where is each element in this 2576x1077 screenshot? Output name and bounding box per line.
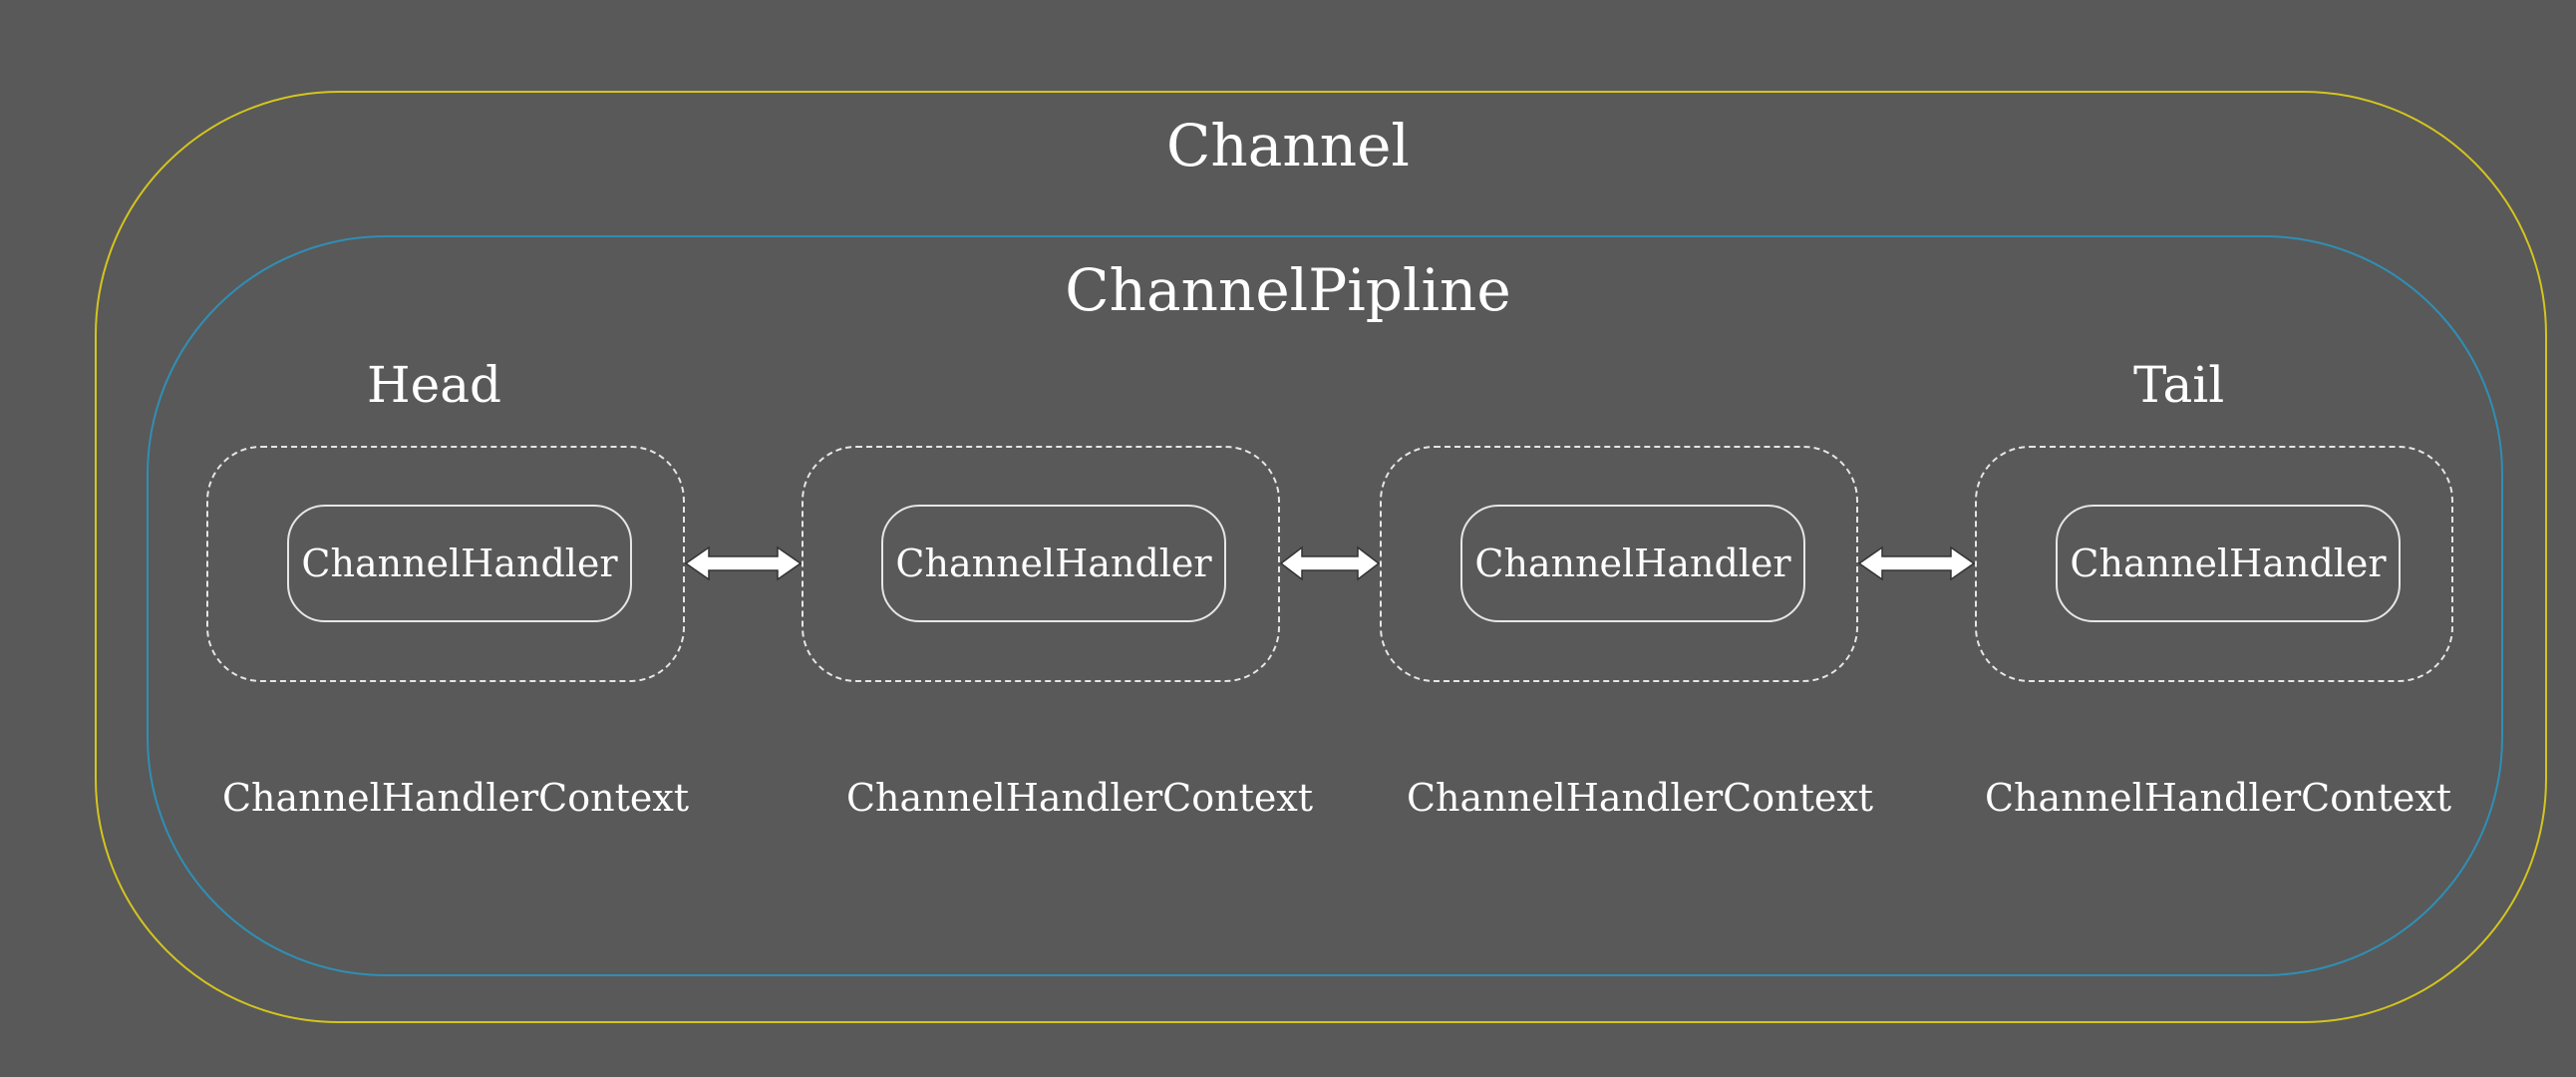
- context-box-tail: [1975, 446, 2453, 682]
- context-label-3: ChannelHandlerContext: [1406, 776, 1874, 820]
- channel-frame: [95, 91, 2547, 1023]
- pipeline-title: ChannelPipline: [1065, 256, 1511, 324]
- pipeline-frame: [147, 235, 2503, 976]
- head-label: Head: [367, 356, 502, 414]
- context-label-head: ChannelHandlerContext: [221, 776, 690, 820]
- channel-handler-2: ChannelHandler: [881, 505, 1226, 622]
- context-box-3: [1380, 446, 1858, 682]
- bidirectional-arrow-2: [1280, 545, 1380, 581]
- channel-handler-3: ChannelHandler: [1460, 505, 1805, 622]
- channel-title: Channel: [1166, 112, 1410, 180]
- channel-handler-tail: ChannelHandler: [2056, 505, 2401, 622]
- context-label-2: ChannelHandlerContext: [845, 776, 1314, 820]
- bidirectional-arrow-3: [1858, 545, 1975, 581]
- tail-label: Tail: [2133, 356, 2225, 414]
- channel-handler-head: ChannelHandler: [287, 505, 632, 622]
- bidirectional-arrow-1: [685, 545, 802, 581]
- context-box-head: [206, 446, 685, 682]
- context-label-tail: ChannelHandlerContext: [1984, 776, 2452, 820]
- context-box-2: [802, 446, 1280, 682]
